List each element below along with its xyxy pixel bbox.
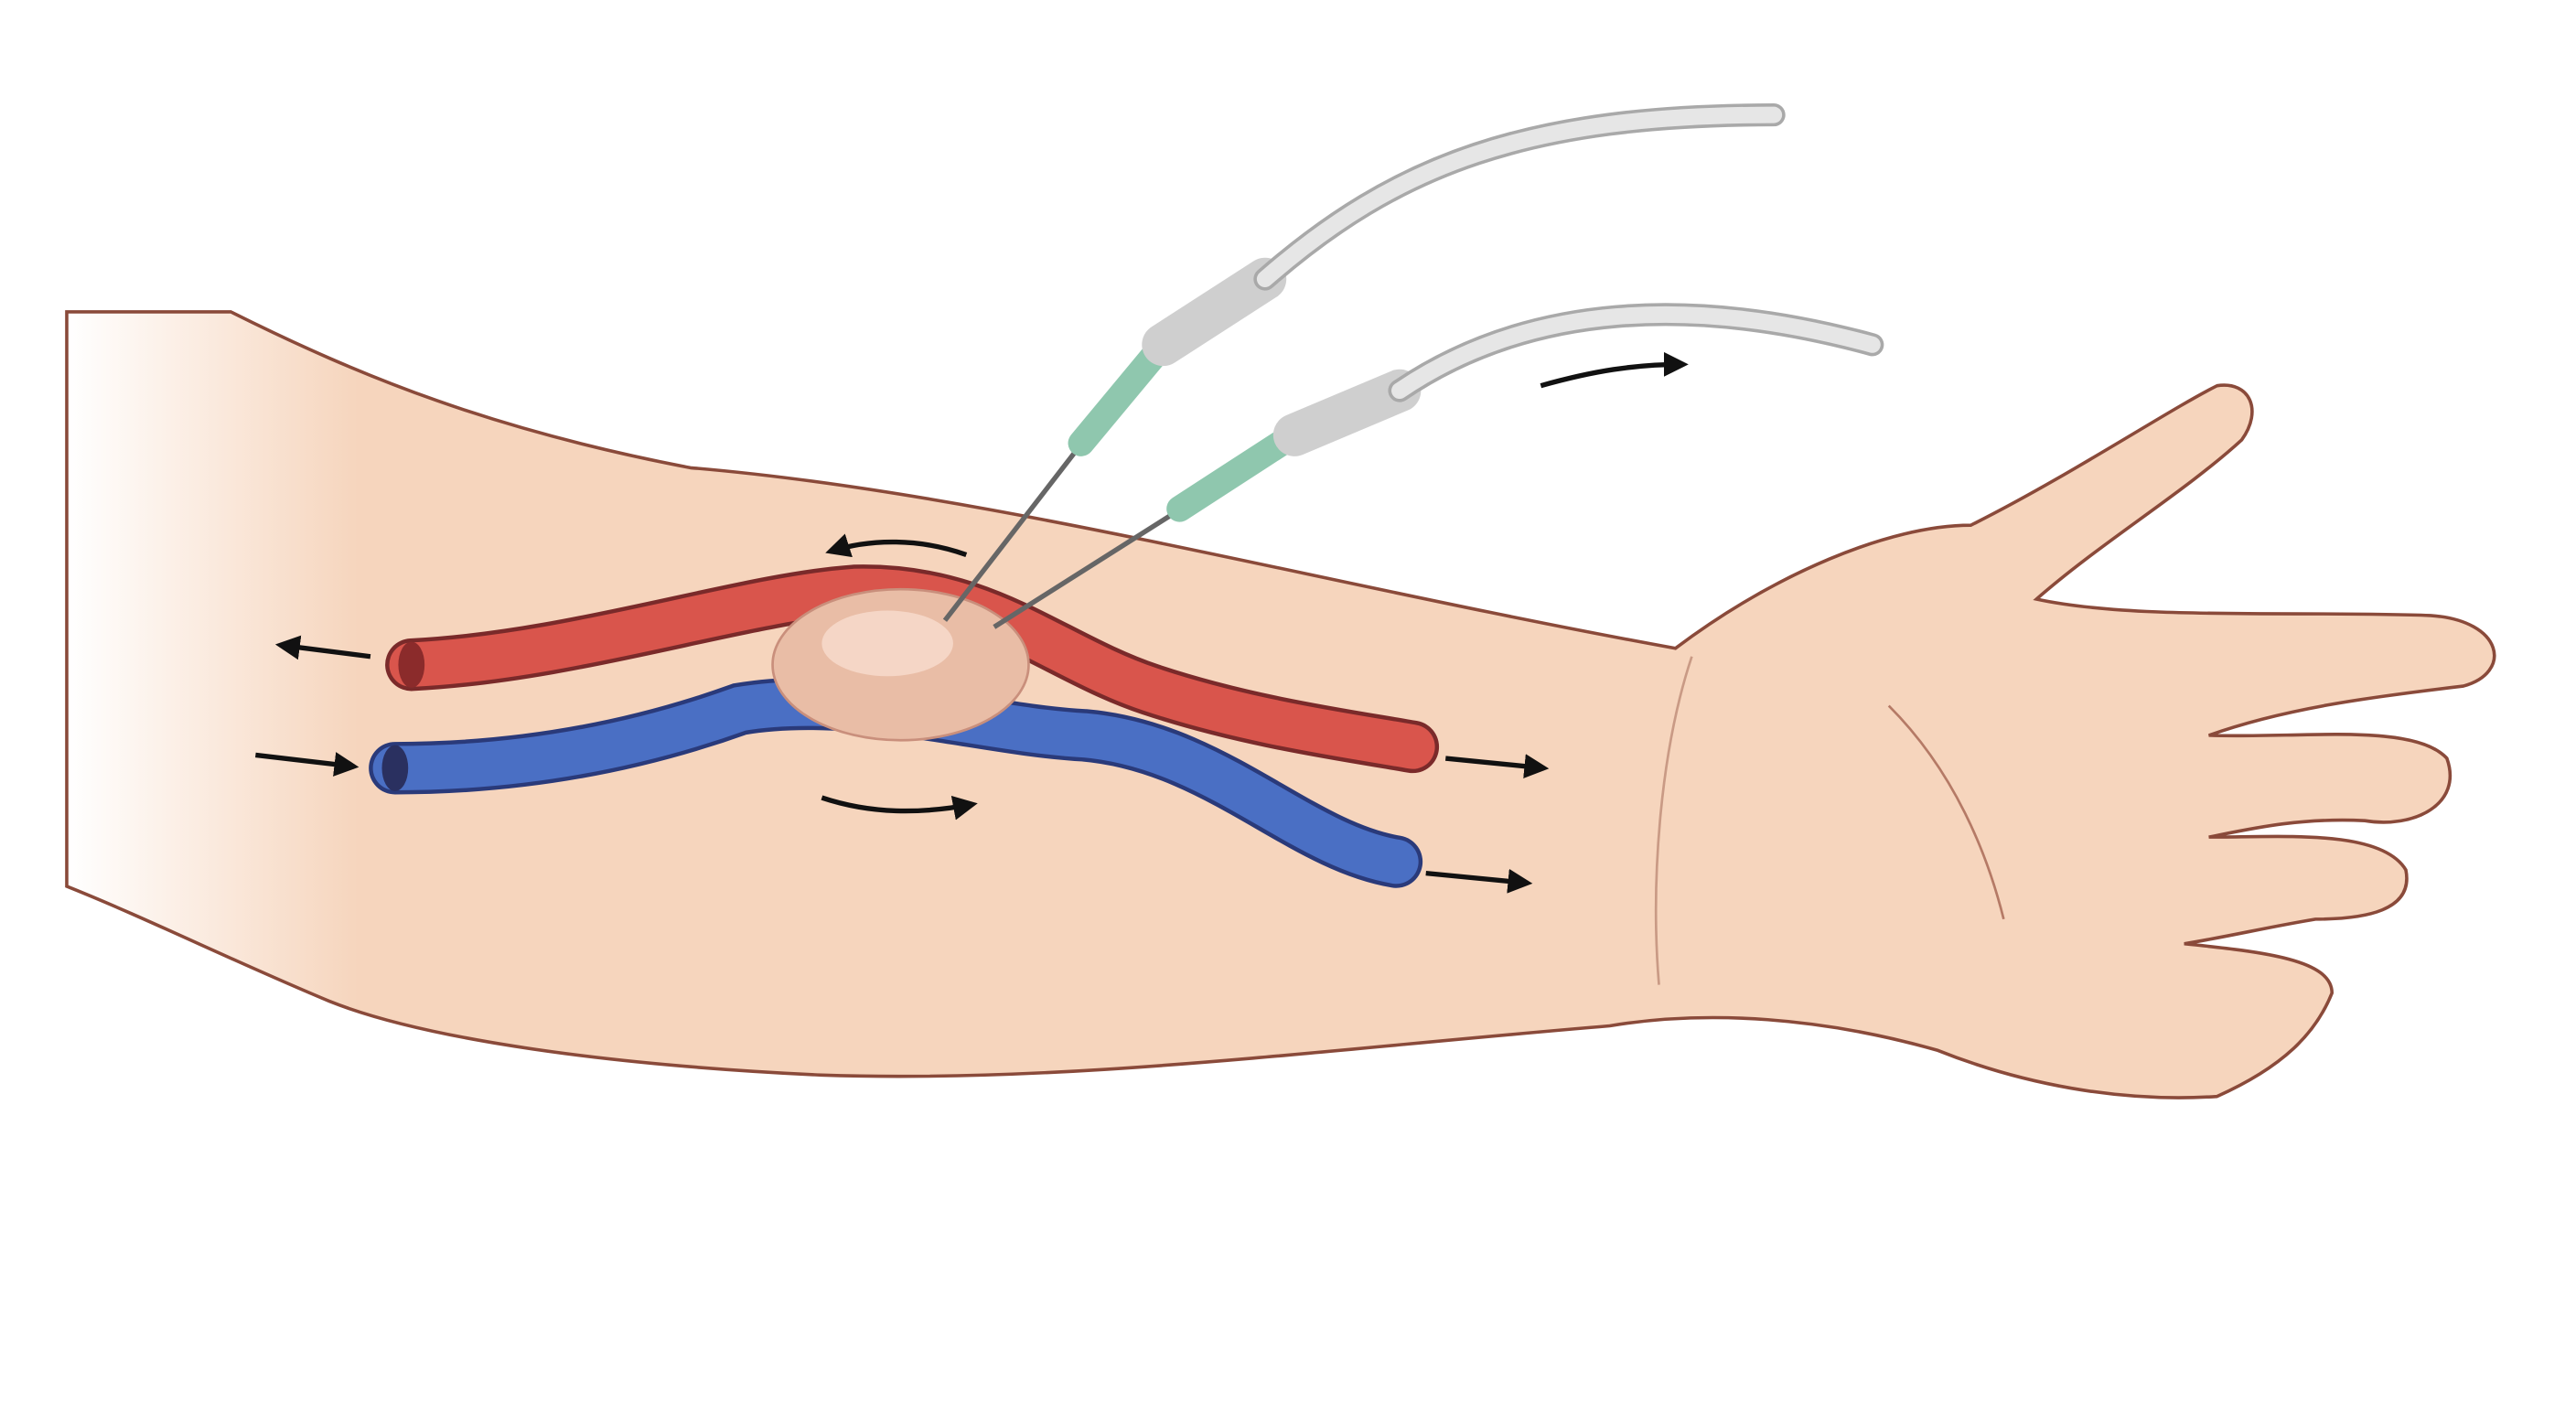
flow-arrow-icon bbox=[821, 795, 978, 820]
flow-arrow-icon bbox=[274, 635, 371, 660]
fistula-highlight bbox=[821, 610, 953, 677]
flow-arrow-icon bbox=[1540, 351, 1689, 389]
needle-2-connector bbox=[1272, 369, 1422, 456]
flow-arrow-icon bbox=[255, 752, 360, 777]
palm-crease bbox=[1887, 704, 2005, 920]
flow-arrow-icon bbox=[1425, 868, 1533, 894]
flow-arrow-icon bbox=[1444, 754, 1550, 779]
tubing-2-fill bbox=[1391, 306, 1881, 400]
tubing-1-fill bbox=[1256, 106, 1783, 288]
needle-1 bbox=[942, 438, 1087, 622]
flow-arrow-icon bbox=[825, 533, 968, 558]
needle-1-connector bbox=[1142, 257, 1287, 367]
needle-2 bbox=[993, 503, 1188, 629]
vein-opening bbox=[381, 745, 409, 791]
artery-opening bbox=[398, 641, 425, 688]
wrist-crease bbox=[1654, 656, 1693, 985]
